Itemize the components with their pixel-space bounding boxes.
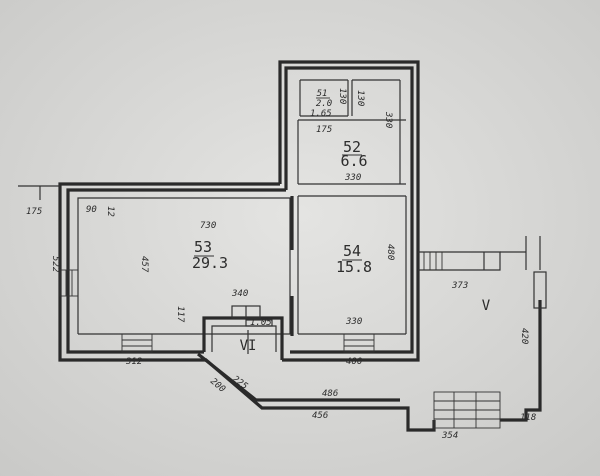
dim-label: 330: [345, 317, 362, 327]
room-area: 29.3: [192, 254, 228, 272]
room-number: 53: [194, 238, 212, 256]
room-54-label: 54 15.8: [336, 242, 372, 276]
stair-left-wall: [59, 269, 79, 297]
dim-label: 340: [231, 289, 248, 299]
stair-porch: [433, 391, 501, 429]
svg-text:V: V: [482, 298, 491, 314]
dimension-labels: 175 90 12 730 457 522 117 340 1.05 312 4…: [26, 88, 536, 441]
dim-label: 522: [50, 256, 60, 272]
dim-label: 730: [200, 221, 216, 231]
room-53-label: 53 29.3: [192, 238, 228, 272]
right-annex: [418, 236, 547, 309]
dim-label: 130: [355, 90, 365, 106]
dim-label: 330: [383, 111, 393, 128]
room-number: 54: [343, 242, 361, 260]
dim-label: 373: [451, 281, 468, 291]
dim-label: 486: [322, 389, 338, 399]
marker-vi: VI: [240, 330, 256, 354]
dim-label: 117: [175, 306, 185, 323]
dim-label: 175: [26, 207, 42, 217]
dim-label: 330: [344, 173, 361, 183]
room-area: 2.0: [316, 99, 332, 109]
dim-label: 12: [105, 206, 115, 217]
dim-label: 312: [125, 357, 142, 367]
room-area: 15.8: [336, 258, 372, 276]
dim-label: 118: [520, 413, 536, 423]
dim-label: 130: [337, 88, 347, 104]
dim-label: 456: [312, 411, 328, 421]
dim-label: 90: [86, 205, 97, 215]
entrance-recess: [202, 305, 284, 360]
stair-bottom-left: [121, 333, 153, 353]
dim-label: 354: [441, 431, 458, 441]
dim-label: 400: [346, 357, 362, 367]
dim-label: 457: [139, 256, 149, 273]
stair-bottom-mid: [343, 333, 375, 353]
marker-v: V: [482, 298, 491, 314]
dim-label: 1.05: [250, 318, 272, 328]
dim-label: 480: [385, 244, 395, 260]
dim-label: 1.65: [310, 109, 332, 119]
room-number: 52: [343, 138, 361, 156]
room-52-label: 52 6.6: [340, 138, 367, 170]
room-area: 6.6: [340, 152, 367, 170]
dim-label: 175: [316, 125, 332, 135]
room-51-label: 51 2.0: [316, 89, 332, 109]
dim-label: 420: [519, 328, 529, 344]
room-number: 51: [317, 89, 328, 99]
